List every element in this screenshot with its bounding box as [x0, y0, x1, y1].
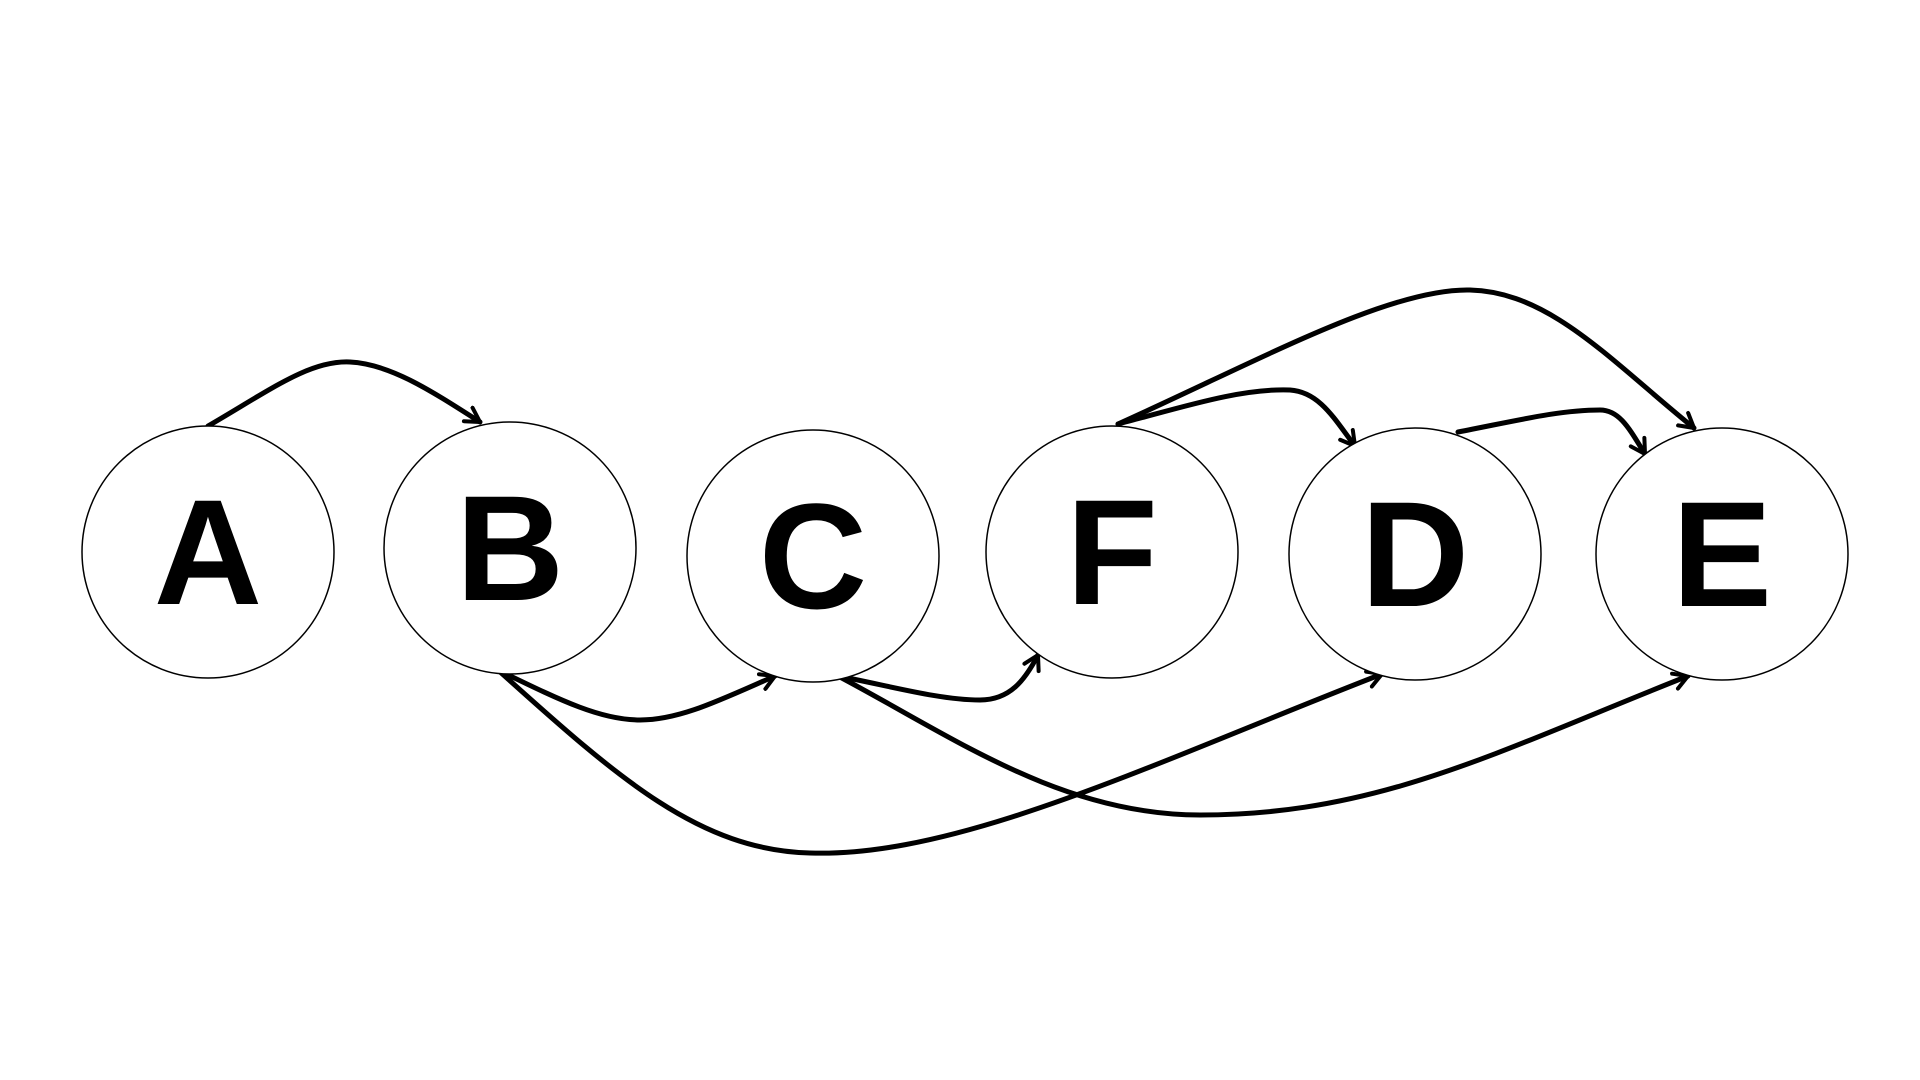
node-c-circle [686, 429, 940, 683]
node-b-label: B [456, 464, 564, 632]
node-e-circle [1595, 427, 1849, 681]
node-c-label: C [759, 472, 867, 640]
node-d-circle [1288, 427, 1542, 681]
node-e: E [1595, 427, 1849, 681]
node-f-circle [985, 425, 1239, 679]
node-d: D [1288, 427, 1542, 681]
node-a: A [81, 425, 335, 679]
edge-b-to-d [495, 667, 1385, 856]
edge-d-to-e [1455, 407, 1648, 457]
edge-a-to-b [205, 359, 483, 429]
node-b-circle [383, 421, 637, 675]
node-f: F [985, 425, 1239, 679]
edge-c-to-e [835, 671, 1691, 818]
edge-c-to-f [835, 652, 1041, 703]
node-a-label: A [154, 468, 262, 636]
node-f-label: F [1066, 468, 1158, 636]
nodes: A B C F D E [81, 421, 1849, 683]
node-a-circle [81, 425, 335, 679]
node-e-label: E [1672, 470, 1772, 638]
node-c: C [686, 429, 940, 683]
edge-b-to-c [495, 667, 778, 723]
edges [205, 287, 1697, 856]
edge-f-to-d [1115, 387, 1358, 449]
node-b: B [383, 421, 637, 675]
node-d-label: D [1361, 470, 1469, 638]
edge-f-to-e [1115, 287, 1697, 431]
